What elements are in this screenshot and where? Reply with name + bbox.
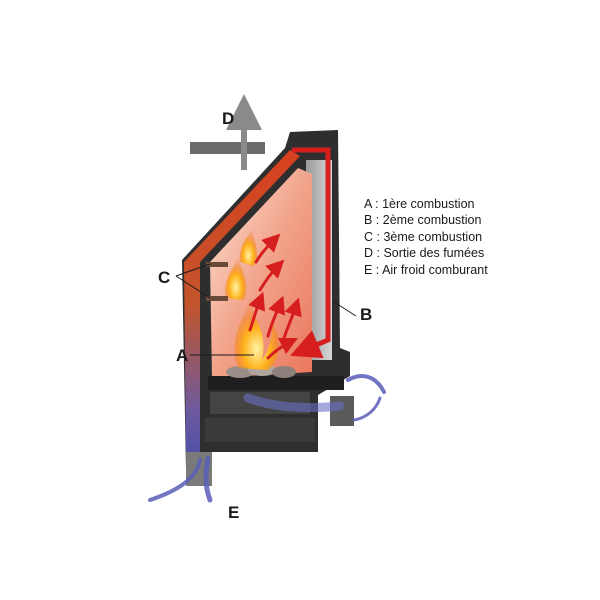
hot-flow-arrows [248,233,302,360]
exhaust-top-plate [190,142,265,154]
front-wall [184,150,300,460]
callout-b: B [360,305,372,324]
secondary-air-path [290,147,331,359]
flames [225,230,279,370]
legend-item-b: B : 2ème combustion [364,213,482,228]
legend-item-a: A : 1ère combustion [364,197,475,211]
callout-d: D [222,109,234,128]
hearth [208,376,344,390]
cold-air-flows [148,374,386,503]
legend-item-d: D : Sortie des fumées [364,246,485,261]
legend-item-c: C : 3ème combustion [364,229,483,244]
legend: A : 1ère combustion B : 2ème combustion … [364,196,488,278]
callout-c: C [158,268,170,287]
callout-a: A [176,346,188,365]
leader-lines [175,263,357,356]
air-rails [206,262,228,301]
combustion-chamber [210,168,312,378]
legend-item-e: E : Air froid comburant [364,262,488,277]
callout-e: E [228,503,239,522]
base-block [205,418,315,442]
